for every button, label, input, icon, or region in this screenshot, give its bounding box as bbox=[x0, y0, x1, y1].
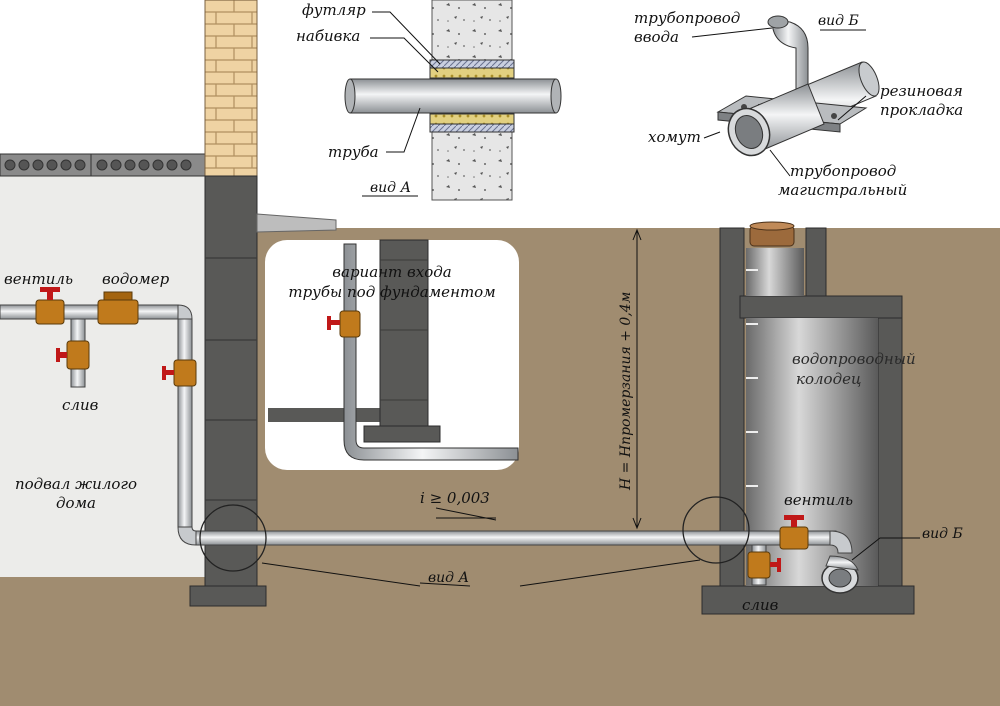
label-variant-1: вариант входа bbox=[332, 263, 451, 281]
drain-valve-house bbox=[56, 340, 90, 370]
label-clamp: хомут bbox=[648, 128, 701, 146]
label-well-2: колодец bbox=[796, 370, 861, 388]
label-well-1: водопроводный bbox=[792, 350, 916, 368]
basement-room bbox=[0, 175, 205, 577]
label-basement-2: дома bbox=[56, 494, 96, 512]
label-drain-house: слив bbox=[62, 396, 99, 414]
label-view-a-bottom: вид А bbox=[428, 570, 469, 586]
water-meter bbox=[97, 291, 139, 325]
label-slope: i ≥ 0,003 bbox=[420, 489, 490, 507]
label-rubber-2: прокладка bbox=[880, 101, 963, 119]
packing bbox=[429, 67, 515, 79]
foundation-wall bbox=[189, 175, 267, 607]
label-pipe: труба bbox=[328, 143, 379, 161]
floor-slab bbox=[0, 153, 206, 177]
well-valve bbox=[779, 515, 809, 550]
label-main-pipe-1: трубопровод bbox=[790, 162, 896, 180]
view-a-detail bbox=[344, 0, 562, 201]
variant-valve bbox=[327, 310, 361, 338]
label-view-b-well: вид Б bbox=[922, 526, 963, 542]
label-inlet-pipe-1: трубопровод bbox=[634, 9, 740, 27]
case-sleeve bbox=[429, 59, 515, 69]
variant-panel bbox=[265, 239, 519, 470]
label-variant-2: трубы под фундаментом bbox=[288, 283, 495, 301]
main-pipeline bbox=[0, 304, 859, 594]
label-case: футляр bbox=[302, 1, 366, 19]
label-valve-house: вентиль bbox=[4, 270, 73, 288]
brick-wall bbox=[204, 0, 258, 177]
label-depth: H = Hпромерзания + 0,4м bbox=[618, 292, 634, 491]
label-view-a-top: вид А bbox=[370, 180, 411, 196]
view-a-circle-wall bbox=[199, 504, 267, 572]
riser-valve bbox=[162, 359, 197, 387]
house-valve bbox=[35, 287, 65, 325]
label-meter: водомер bbox=[102, 270, 170, 288]
view-b-detail bbox=[716, 15, 880, 157]
label-view-b-top: вид Б bbox=[818, 13, 859, 29]
label-basement-1: подвал жилого bbox=[15, 475, 137, 493]
view-a-circle-well bbox=[682, 496, 750, 564]
label-rubber-1: резиновая bbox=[880, 82, 963, 100]
well-drain-valve bbox=[747, 551, 781, 579]
label-drain-well: слив bbox=[742, 596, 779, 614]
label-valve-well: вентиль bbox=[784, 491, 853, 509]
label-main-pipe-2: магистральный bbox=[778, 181, 907, 199]
blind-area bbox=[256, 213, 337, 233]
depth-dimension bbox=[632, 228, 642, 530]
leader-lines bbox=[261, 11, 920, 587]
detail-pipe bbox=[349, 78, 557, 114]
label-inlet-pipe-2: ввода bbox=[634, 28, 679, 46]
label-packing: набивка bbox=[296, 27, 360, 45]
